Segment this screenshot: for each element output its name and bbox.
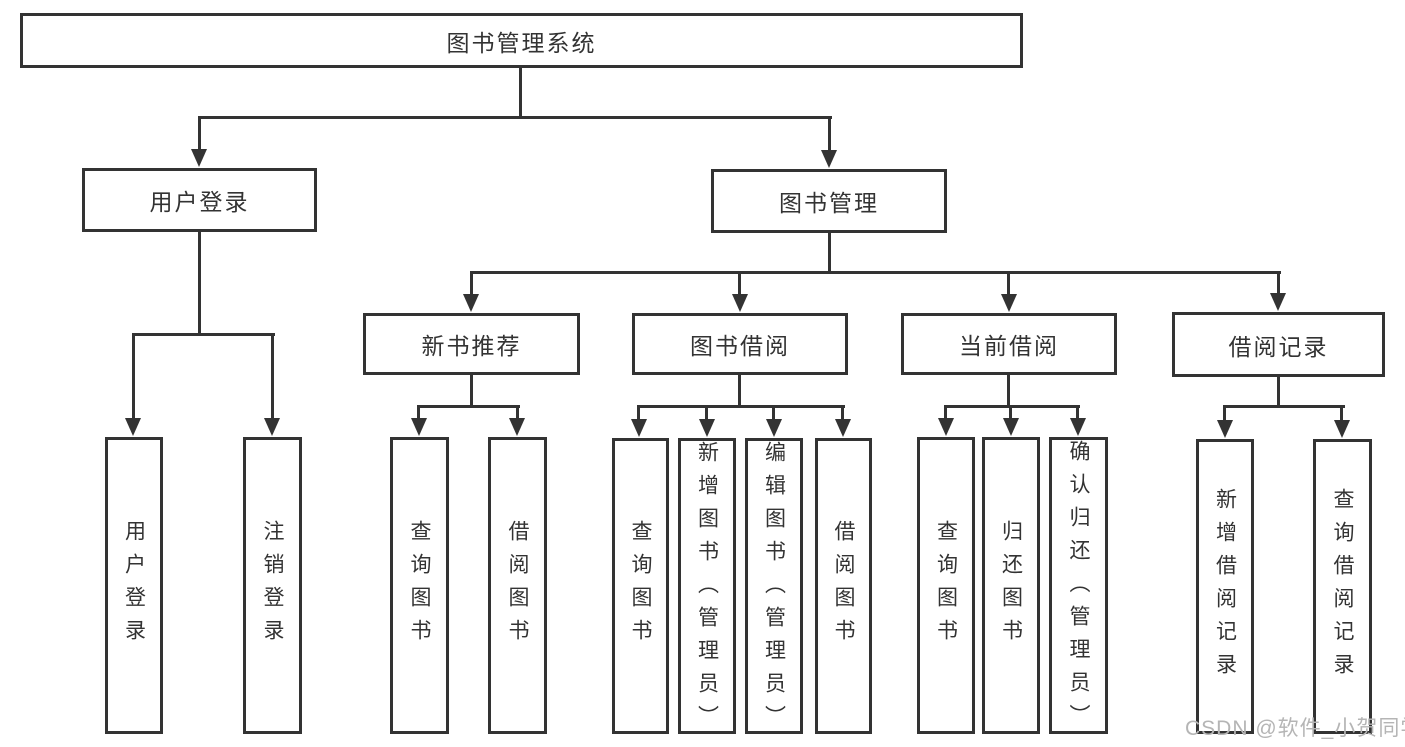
node-label: 图书借阅 [690, 333, 790, 359]
connector-line [637, 405, 640, 421]
connector-line [198, 116, 832, 119]
node-book-borrowing: 图书借阅 [632, 313, 848, 375]
node-leaf-return-books: 归还图书 [982, 437, 1040, 734]
node-leaf-query-books-3: 查询图书 [917, 437, 975, 734]
node-label: 借阅图书 [832, 520, 855, 652]
arrowhead-down-icon [1217, 420, 1233, 438]
connector-line [1340, 405, 1343, 421]
connector-line [132, 333, 135, 421]
node-label: 新增借阅记录 [1213, 487, 1237, 686]
connector-line [470, 375, 473, 408]
arrowhead-down-icon [1334, 420, 1350, 438]
arrowhead-down-icon [191, 149, 207, 167]
connector-line [1007, 375, 1010, 408]
node-label: 查询图书 [408, 519, 431, 652]
node-leaf-query-books-1: 查询图书 [390, 437, 449, 734]
connector-line [132, 333, 275, 336]
connector-line [198, 232, 201, 336]
connector-line [841, 405, 844, 421]
node-leaf-add-borrow-record: 新增借阅记录 [1196, 439, 1254, 734]
node-borrowing-records: 借阅记录 [1172, 312, 1385, 377]
node-label: 当前借阅 [959, 333, 1059, 359]
connector-line [519, 67, 522, 118]
node-leaf-borrow-books-2: 借阅图书 [815, 438, 872, 734]
arrowhead-down-icon [732, 294, 748, 312]
connector-line [944, 405, 947, 421]
arrowhead-down-icon [699, 419, 715, 437]
node-leaf-logout: 注销登录 [243, 437, 302, 734]
connector-line [1277, 271, 1280, 297]
connector-line [828, 233, 831, 274]
connector-line [772, 405, 775, 421]
node-leaf-confirm-return: 确认归还（管理员） [1049, 437, 1108, 737]
node-label: 新书推荐 [421, 333, 522, 359]
node-leaf-borrow-books-1: 借阅图书 [488, 437, 547, 734]
node-label: 图书管理 [779, 190, 879, 216]
connector-line [637, 405, 845, 408]
arrowhead-down-icon [1001, 294, 1017, 312]
arrowhead-down-icon [821, 150, 837, 168]
node-label: 查询图书 [629, 520, 652, 652]
node-label: 用户登录 [149, 189, 250, 215]
arrowhead-down-icon [509, 418, 525, 436]
node-label: 归还图书 [999, 519, 1023, 652]
node-label: 用户登录 [122, 519, 146, 652]
connector-line [1076, 405, 1079, 421]
node-label: 查询图书 [934, 519, 958, 652]
connector-line [1007, 271, 1010, 297]
node-leaf-query-borrow-record: 查询借阅记录 [1313, 439, 1372, 734]
connector-line [417, 405, 420, 421]
node-leaf-user-login: 用户登录 [105, 437, 163, 734]
node-current-borrowing: 当前借阅 [901, 313, 1117, 375]
node-new-book-recommend: 新书推荐 [363, 313, 580, 375]
csdn-watermark: CSDN @软件_小贺同学 [1185, 717, 1405, 740]
arrowhead-down-icon [1003, 418, 1019, 436]
connector-line [828, 116, 831, 152]
node-label: 查询借阅记录 [1331, 487, 1354, 686]
connector-line [1009, 405, 1012, 421]
connector-line [198, 116, 201, 152]
node-leaf-query-books-2: 查询图书 [612, 438, 669, 734]
connector-line [470, 271, 1281, 274]
node-label: 编辑图书（管理员） [762, 441, 786, 738]
node-label: 借阅记录 [1228, 333, 1329, 360]
arrowhead-down-icon [1070, 418, 1086, 436]
node-label: 注销登录 [261, 519, 284, 652]
connector-line [1223, 405, 1345, 408]
node-label: 新增图书（管理员） [695, 441, 719, 738]
node-label: 确认归还（管理员） [1067, 440, 1090, 737]
node-leaf-edit-books: 编辑图书（管理员） [745, 438, 803, 738]
connector-line [417, 405, 520, 408]
node-label: 图书管理系统 [446, 29, 597, 56]
arrowhead-down-icon [125, 418, 141, 436]
connector-line [1277, 377, 1280, 408]
node-book-management: 图书管理 [711, 169, 947, 233]
connector-line [705, 405, 708, 421]
arrowhead-down-icon [264, 418, 280, 436]
arrowhead-down-icon [1270, 293, 1286, 311]
arrowhead-down-icon [631, 419, 647, 437]
connector-line [470, 271, 473, 297]
connector-line [738, 375, 741, 408]
connector-line [1223, 405, 1226, 421]
node-leaf-add-books: 新增图书（管理员） [678, 438, 736, 738]
connector-line [944, 405, 1080, 408]
node-user-login: 用户登录 [82, 168, 317, 232]
connector-line [271, 333, 274, 421]
arrowhead-down-icon [938, 418, 954, 436]
node-label: 借阅图书 [506, 519, 529, 652]
arrowhead-down-icon [463, 294, 479, 312]
arrowhead-down-icon [766, 419, 782, 437]
connector-line [738, 271, 741, 297]
arrowhead-down-icon [411, 418, 427, 436]
arrowhead-down-icon [835, 419, 851, 437]
connector-line [516, 405, 519, 421]
node-root: 图书管理系统 [20, 13, 1023, 68]
